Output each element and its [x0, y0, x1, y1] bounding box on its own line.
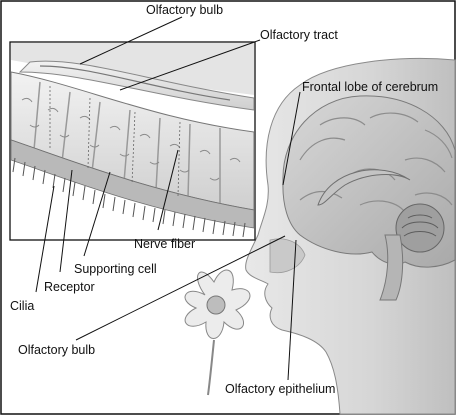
leader-olfactory-bulb-bottom: [76, 236, 285, 340]
label-frontal-lobe: Frontal lobe of cerebrum: [302, 81, 438, 94]
label-olfactory-epithelium: Olfactory epithelium: [225, 383, 335, 396]
label-cilia: Cilia: [10, 300, 34, 313]
label-supporting-cell: Supporting cell: [74, 263, 157, 276]
epithelium-inset: [10, 42, 255, 240]
label-olfactory-bulb-top: Olfactory bulb: [146, 4, 223, 17]
label-nerve-fiber: Nerve fiber: [134, 238, 195, 251]
label-olfactory-bulb-bottom: Olfactory bulb: [18, 344, 95, 357]
flower-illustration: [185, 270, 250, 395]
label-receptor: Receptor: [44, 281, 95, 294]
label-olfactory-tract: Olfactory tract: [260, 29, 338, 42]
cerebellum: [396, 204, 444, 252]
